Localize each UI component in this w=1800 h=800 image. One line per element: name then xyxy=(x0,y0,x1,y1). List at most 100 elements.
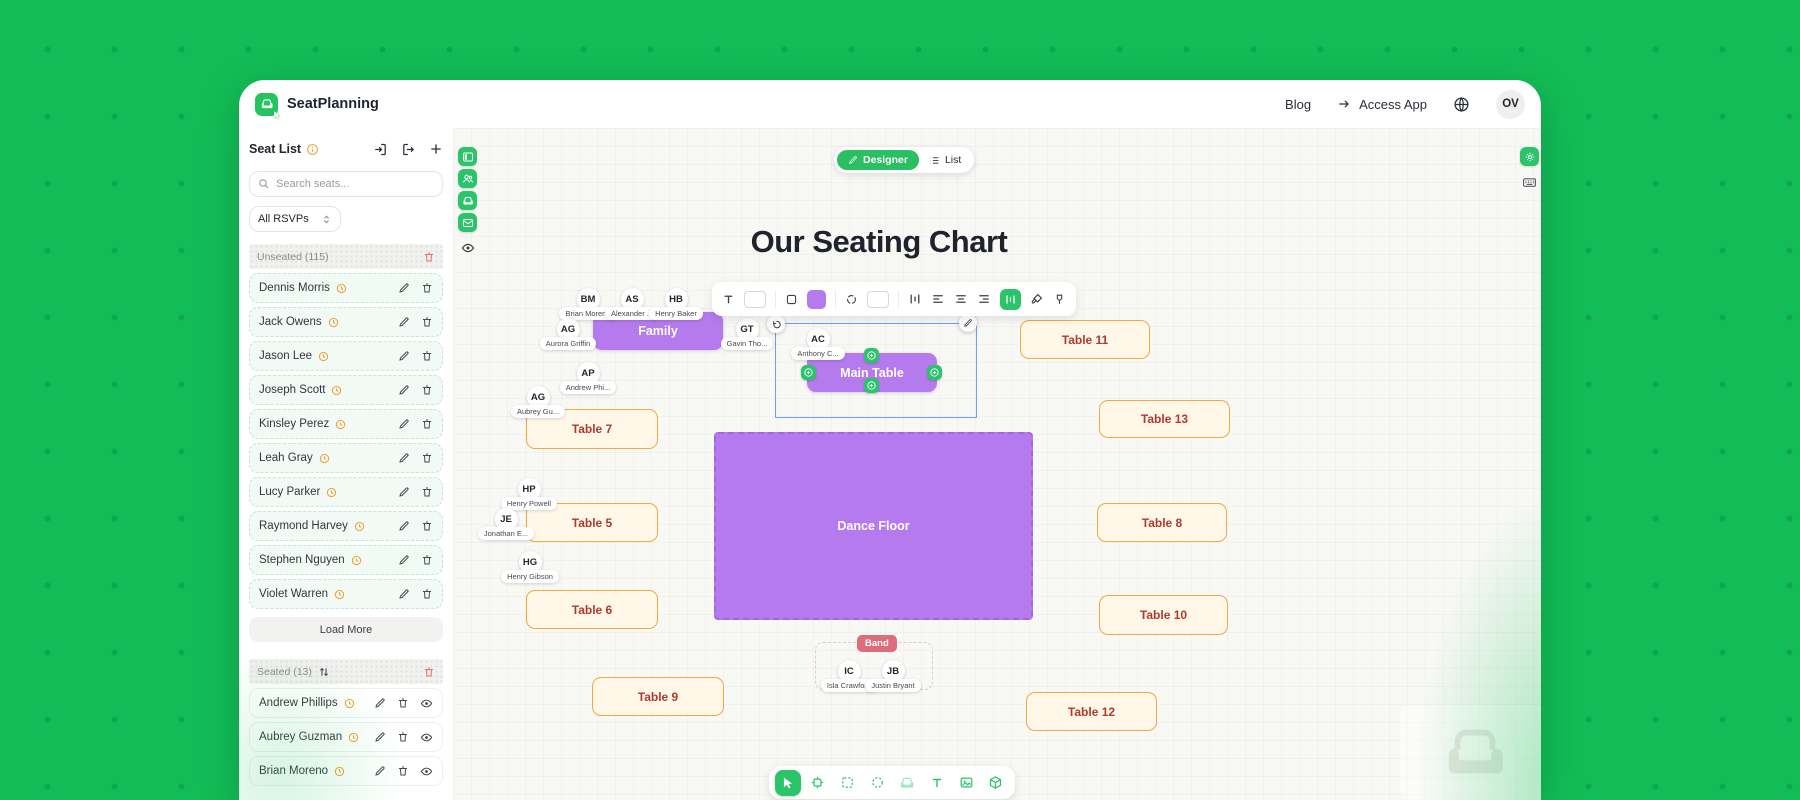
add-seat-left-handle[interactable] xyxy=(801,365,816,380)
table-shape[interactable]: Table 8 xyxy=(1097,503,1227,542)
user-avatar[interactable]: OV xyxy=(1496,89,1525,119)
distribute-icon[interactable] xyxy=(908,292,922,306)
edit-guest-icon[interactable] xyxy=(398,452,410,464)
border-color-swatch[interactable] xyxy=(867,290,889,308)
text-color-icon[interactable] xyxy=(722,293,735,306)
guest-row[interactable]: Andrew Phillips xyxy=(249,688,443,718)
edit-guest-icon[interactable] xyxy=(398,486,410,498)
rsvp-filter-select[interactable]: All RSVPs xyxy=(249,206,341,232)
active-distribute-button[interactable] xyxy=(1000,288,1021,310)
table-shape[interactable]: Table 11 xyxy=(1020,320,1150,359)
format-painter-icon[interactable] xyxy=(1030,292,1044,306)
add-seat-right-handle[interactable] xyxy=(927,365,942,380)
band-shape[interactable]: Band xyxy=(857,635,897,652)
guest-row[interactable]: Stephen Nguyen xyxy=(249,545,443,575)
guest-row[interactable]: Lucy Parker xyxy=(249,477,443,507)
import-guests-icon[interactable] xyxy=(373,142,388,157)
guest-row[interactable]: Leah Gray xyxy=(249,443,443,473)
delete-guest-icon[interactable] xyxy=(421,418,433,430)
table-tool-button[interactable] xyxy=(805,770,831,796)
language-globe-icon[interactable] xyxy=(1453,96,1470,113)
locate-guest-eye-icon[interactable] xyxy=(420,731,433,744)
delete-guest-icon[interactable] xyxy=(421,384,433,396)
fill-shape-icon[interactable] xyxy=(785,293,798,306)
sort-seated-icon[interactable] xyxy=(318,666,330,678)
style-pin-icon[interactable] xyxy=(1053,293,1066,306)
delete-guest-icon[interactable] xyxy=(421,554,433,566)
edit-handle[interactable] xyxy=(959,314,977,332)
border-color-icon[interactable] xyxy=(845,293,858,306)
fill-color-swatch[interactable] xyxy=(807,289,826,309)
align-right-icon[interactable] xyxy=(977,292,991,306)
guest-row[interactable]: Joseph Scott xyxy=(249,375,443,405)
delete-all-unseated-icon[interactable] xyxy=(423,251,435,263)
delete-guest-icon[interactable] xyxy=(421,520,433,532)
locate-guest-eye-icon[interactable] xyxy=(420,697,433,710)
delete-guest-icon[interactable] xyxy=(421,486,433,498)
nav-access-app-link[interactable]: Access App xyxy=(1337,97,1427,112)
table-shape[interactable]: Table 7 xyxy=(526,409,658,449)
settings-button[interactable] xyxy=(1520,147,1539,166)
align-left-icon[interactable] xyxy=(931,292,945,306)
seats-button[interactable] xyxy=(458,191,477,210)
seat-tool-button[interactable] xyxy=(894,770,920,796)
edit-guest-icon[interactable] xyxy=(374,765,386,777)
dance-floor-shape[interactable]: Dance Floor xyxy=(714,432,1033,620)
align-center-icon[interactable] xyxy=(954,292,968,306)
guest-row[interactable]: Brian Moreno xyxy=(249,756,443,786)
add-seat-bottom-handle[interactable] xyxy=(864,378,879,393)
delete-guest-icon[interactable] xyxy=(421,588,433,600)
guest-row[interactable]: Violet Warren xyxy=(249,579,443,609)
table-shape[interactable]: Table 10 xyxy=(1099,595,1228,635)
tab-list[interactable]: List xyxy=(919,150,971,170)
select-tool-button[interactable] xyxy=(775,769,801,796)
guest-row[interactable]: Jack Owens xyxy=(249,307,443,337)
table-shape[interactable]: Table 6 xyxy=(526,590,658,629)
text-tool-button[interactable] xyxy=(924,770,950,796)
locate-guest-eye-icon[interactable] xyxy=(420,765,433,778)
info-icon[interactable] xyxy=(306,143,319,156)
preview-eye-icon[interactable] xyxy=(461,241,475,255)
delete-guest-icon[interactable] xyxy=(397,731,409,743)
table-shape[interactable]: Table 13 xyxy=(1099,400,1230,438)
edit-guest-icon[interactable] xyxy=(398,520,410,532)
nav-blog-link[interactable]: Blog xyxy=(1285,96,1312,112)
edit-guest-icon[interactable] xyxy=(398,418,410,430)
tab-designer[interactable]: Designer xyxy=(837,150,919,170)
edit-guest-icon[interactable] xyxy=(398,350,410,362)
edit-guest-icon[interactable] xyxy=(398,282,410,294)
invites-button[interactable] xyxy=(458,213,477,232)
rotate-handle[interactable] xyxy=(767,315,785,333)
search-input[interactable] xyxy=(276,178,416,190)
edit-guest-icon[interactable] xyxy=(374,731,386,743)
rectangle-tool-button[interactable] xyxy=(834,770,860,796)
guest-row[interactable]: Raymond Harvey xyxy=(249,511,443,541)
app-logo[interactable] xyxy=(255,92,278,116)
delete-all-seated-icon[interactable] xyxy=(423,666,435,678)
table-shape[interactable]: Table 5 xyxy=(526,503,658,542)
export-guests-icon[interactable] xyxy=(401,142,416,157)
object-tool-button[interactable] xyxy=(983,770,1009,796)
guest-row[interactable]: Kinsley Perez xyxy=(249,409,443,439)
delete-guest-icon[interactable] xyxy=(421,452,433,464)
guest-row[interactable]: Jason Lee xyxy=(249,341,443,371)
delete-guest-icon[interactable] xyxy=(397,765,409,777)
guest-row[interactable]: Aubrey Guzman xyxy=(249,722,443,752)
edit-guest-icon[interactable] xyxy=(374,697,386,709)
table-shape[interactable]: Table 12 xyxy=(1026,692,1157,731)
toggle-sidebar-button[interactable] xyxy=(458,147,477,166)
add-guest-icon[interactable] xyxy=(429,142,443,156)
add-seat-top-handle[interactable] xyxy=(864,348,879,363)
edit-guest-icon[interactable] xyxy=(398,554,410,566)
edit-guest-icon[interactable] xyxy=(398,588,410,600)
